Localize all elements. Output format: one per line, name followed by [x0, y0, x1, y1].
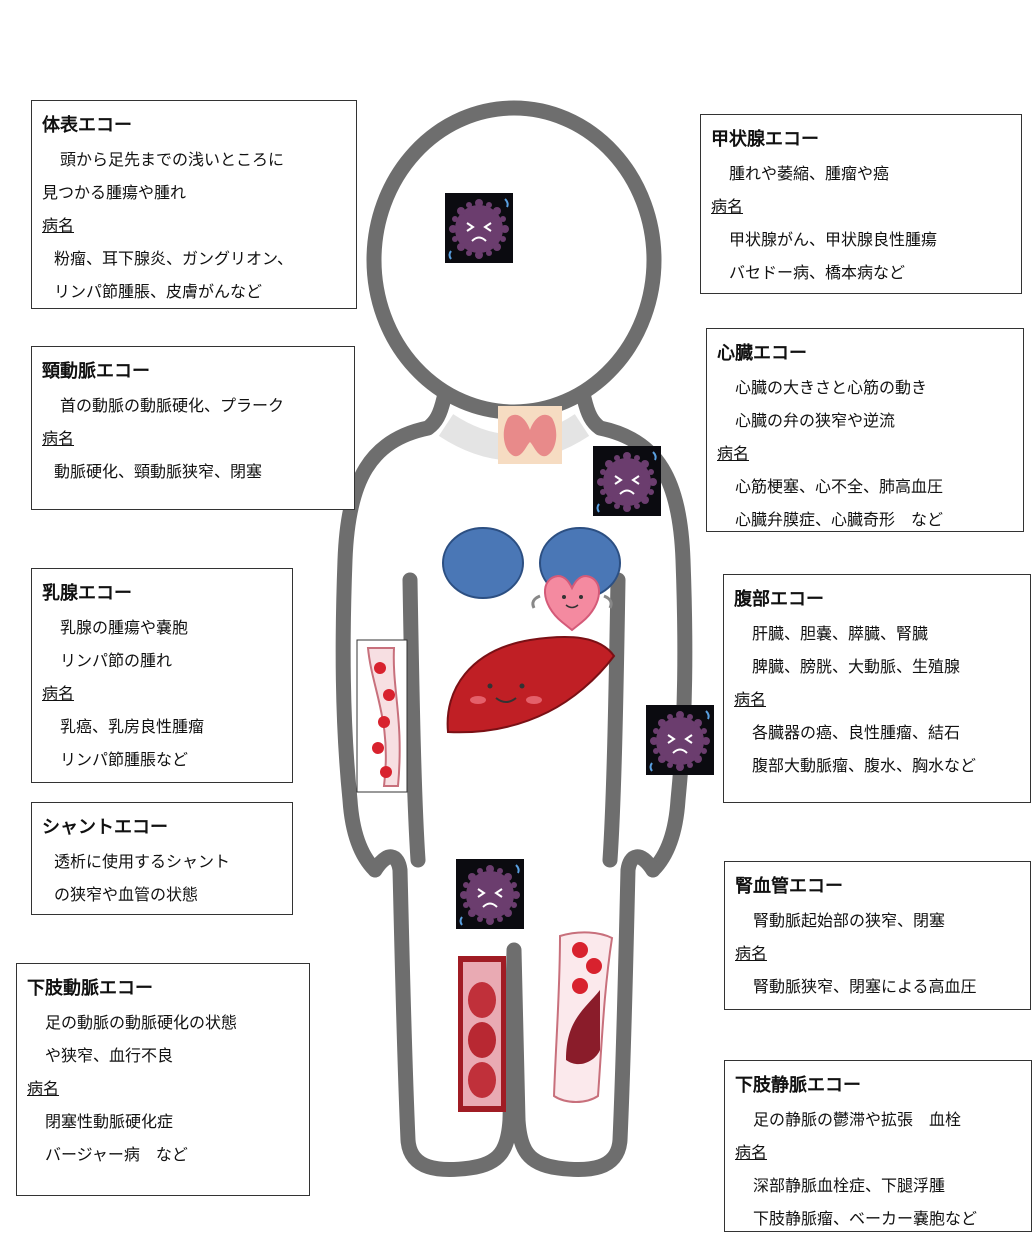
- disease-line: 甲状腺がん、甲状腺良性腫瘍: [729, 230, 938, 249]
- blood-vessel-icon: [458, 956, 506, 1112]
- disease-label: 病名: [42, 429, 75, 448]
- box-line: 足の静脈の鬱滞や拡張 血栓: [753, 1110, 962, 1129]
- kashi-domyaku-echo-box: 下肢動脈エコー 足の動脈の動脈硬化の状態 や狭窄、血行不良 病名 閉塞性動脈硬化…: [16, 963, 310, 1196]
- disease-line: 腹部大動脈瘤、腹水、胸水など: [752, 756, 977, 775]
- germ-icon: [645, 704, 715, 776]
- box-line: 心臓の大きさと心筋の動き: [735, 378, 928, 397]
- disease-line: 心筋梗塞、心不全、肺高血圧: [735, 477, 944, 496]
- box-line: 見つかる腫瘍や腫れ: [42, 183, 187, 202]
- fukubu-echo-box: 腹部エコー 肝臓、胆嚢、膵臓、腎臓 脾臓、膀胱、大動脈、生殖腺 病名 各臓器の癌…: [723, 574, 1031, 803]
- box-title: 下肢動脈エコー: [27, 978, 153, 999]
- disease-line: 各臓器の癌、良性腫瘤、結石: [752, 723, 961, 742]
- box-line: 足の動脈の動脈硬化の状態: [45, 1013, 238, 1032]
- box-title: 乳腺エコー: [42, 583, 132, 604]
- shunt-echo-box: シャントエコー 透析に使用するシャント の狭窄や血管の状態: [31, 802, 293, 915]
- box-title: 頸動脈エコー: [42, 361, 150, 382]
- keidomyaku-echo-box: 頸動脈エコー 首の動脈の動脈硬化、プラーク 病名 動脈硬化、頸動脈狭窄、閉塞: [31, 346, 355, 510]
- box-line: 肝臓、胆嚢、膵臓、腎臓: [752, 624, 929, 643]
- heart-icon: [531, 574, 613, 632]
- box-title: 心臓エコー: [717, 343, 807, 364]
- box-title: 甲状腺エコー: [711, 129, 819, 150]
- box-title: 腎血管エコー: [735, 876, 843, 897]
- box-title: 下肢静脈エコー: [735, 1075, 861, 1096]
- disease-line: リンパ節腫脹、皮膚がんなど: [54, 282, 263, 301]
- box-title: シャントエコー: [42, 817, 168, 838]
- box-line: 腫れや萎縮、腫瘤や癌: [729, 164, 890, 183]
- disease-line: 乳癌、乳房良性腫瘤: [60, 717, 205, 736]
- disease-label: 病名: [42, 684, 75, 703]
- disease-line: 腎動脈狭窄、閉塞による高血圧: [753, 977, 977, 996]
- germ-icon: [444, 192, 514, 264]
- taihyo-echo-box: 体表エコー 頭から足先までの浅いところに 見つかる腫瘍や腫れ 病名 粉瘤、耳下腺…: [31, 100, 357, 309]
- blood-vessel-icon: [552, 931, 614, 1103]
- disease-line: バージャー病 など: [45, 1145, 188, 1164]
- box-line: や狭窄、血行不良: [45, 1046, 174, 1065]
- disease-label: 病名: [717, 444, 750, 463]
- disease-line: 粉瘤、耳下腺炎、ガングリオン、: [54, 249, 294, 268]
- disease-line: 心臓弁膜症、心臓奇形 など: [735, 510, 944, 529]
- germ-icon: [592, 445, 662, 517]
- kashi-jomyaku-echo-box: 下肢静脈エコー 足の静脈の鬱滞や拡張 血栓 病名 深部静脈血栓症、下腿浮腫 下肢…: [724, 1060, 1032, 1232]
- liver-icon: [446, 636, 616, 734]
- shinzo-echo-box: 心臓エコー 心臓の大きさと心筋の動き 心臓の弁の狭窄や逆流 病名 心筋梗塞、心不…: [706, 328, 1024, 532]
- kojosen-echo-box: 甲状腺エコー 腫れや萎縮、腫瘤や癌 病名 甲状腺がん、甲状腺良性腫瘍 バセドー病…: [700, 114, 1022, 294]
- disease-label: 病名: [735, 944, 768, 963]
- disease-line: リンパ節腫脹など: [60, 750, 189, 769]
- box-line: 心臓の弁の狭窄や逆流: [735, 411, 896, 430]
- box-line: の狭窄や血管の状態: [54, 885, 199, 904]
- box-title: 腹部エコー: [734, 589, 824, 610]
- box-title: 体表エコー: [42, 115, 132, 136]
- thyroid-icon: [498, 406, 562, 464]
- nyusen-echo-box: 乳腺エコー 乳腺の腫瘍や嚢胞 リンパ節の腫れ 病名 乳癌、乳房良性腫瘤 リンパ節…: [31, 568, 293, 783]
- disease-label: 病名: [711, 197, 744, 216]
- jinkekkan-echo-box: 腎血管エコー 腎動脈起始部の狭窄、閉塞 病名 腎動脈狭窄、閉塞による高血圧: [724, 861, 1031, 1010]
- disease-line: 深部静脈血栓症、下腿浮腫: [753, 1176, 946, 1195]
- disease-line: バセドー病、橋本病など: [729, 263, 906, 282]
- disease-line: 動脈硬化、頸動脈狭窄、閉塞: [54, 462, 263, 481]
- disease-label: 病名: [27, 1079, 60, 1098]
- disease-label: 病名: [42, 216, 75, 235]
- box-line: 乳腺の腫瘍や嚢胞: [60, 618, 189, 637]
- box-line: 腎動脈起始部の狭窄、閉塞: [753, 911, 946, 930]
- disease-line: 閉塞性動脈硬化症: [45, 1112, 174, 1131]
- box-line: 首の動脈の動脈硬化、プラーク: [60, 396, 285, 415]
- box-line: リンパ節の腫れ: [60, 651, 173, 670]
- box-line: 脾臓、膀胱、大動脈、生殖腺: [752, 657, 961, 676]
- disease-label: 病名: [735, 1143, 768, 1162]
- box-line: 透析に使用するシャント: [54, 852, 231, 871]
- disease-line: 下肢静脈瘤、ベーカー嚢胞など: [753, 1209, 978, 1228]
- disease-label: 病名: [734, 690, 767, 709]
- blood-vessel-icon: [356, 639, 408, 793]
- germ-icon: [455, 858, 525, 930]
- box-line: 頭から足先までの浅いところに: [60, 150, 285, 169]
